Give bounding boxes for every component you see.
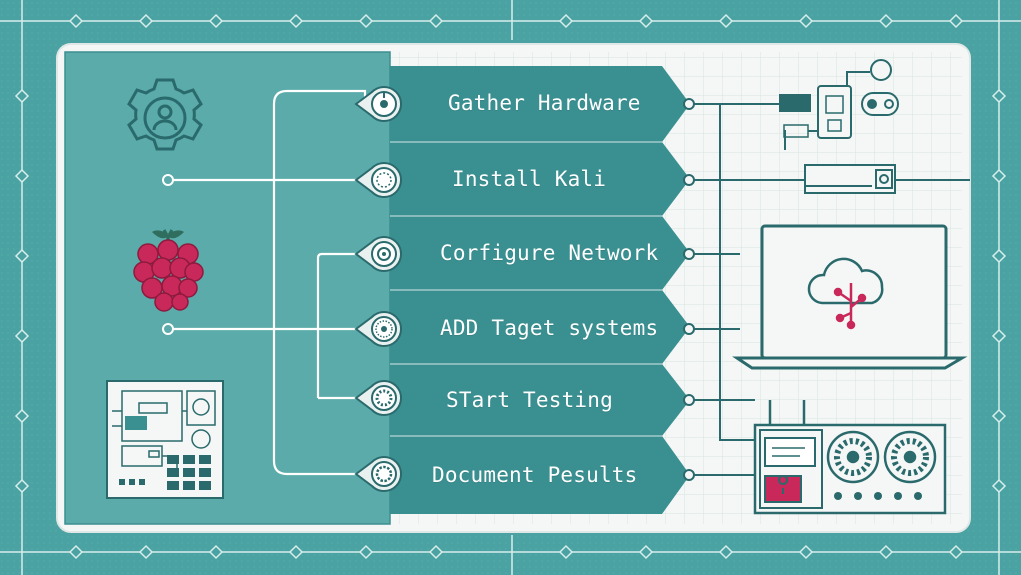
node-1-icon bbox=[354, 86, 403, 122]
raspberry-icon bbox=[133, 229, 204, 312]
node-2-icon bbox=[354, 162, 403, 198]
step-label-start-testing: STart Testing bbox=[446, 388, 613, 412]
step-label-configure-network: Corfigure Network bbox=[440, 241, 659, 265]
left-connectors bbox=[172, 89, 367, 476]
node-3-icon bbox=[354, 236, 403, 272]
step-label-install-kali: Install Kali bbox=[452, 167, 607, 191]
ribbon-2 bbox=[390, 142, 690, 216]
ribbon-5 bbox=[390, 364, 690, 436]
node-6-icon bbox=[354, 456, 403, 492]
server-reels-icon bbox=[753, 400, 947, 515]
node-5-icon bbox=[354, 380, 403, 416]
ribbon-4 bbox=[390, 290, 690, 364]
step-label-gather-hardware: Gather Hardware bbox=[448, 91, 641, 115]
step-label-document-results: Document Pesults bbox=[432, 463, 638, 487]
step-ribbons bbox=[390, 66, 690, 514]
ribbon-6 bbox=[390, 436, 690, 514]
gear-user-icon bbox=[127, 78, 203, 151]
step-nodes bbox=[354, 86, 403, 492]
router-box-icon bbox=[804, 164, 896, 194]
laptop-cloud-icon bbox=[732, 224, 968, 370]
ribbon-3 bbox=[390, 216, 690, 290]
circuit-board-icon bbox=[106, 380, 224, 499]
step-label-add-target-systems: ADD Taget systems bbox=[440, 316, 659, 340]
node-4-icon bbox=[354, 311, 403, 347]
ribbon-1 bbox=[390, 66, 690, 142]
hardware-devices-icon bbox=[779, 59, 899, 139]
right-connectors bbox=[694, 103, 970, 476]
